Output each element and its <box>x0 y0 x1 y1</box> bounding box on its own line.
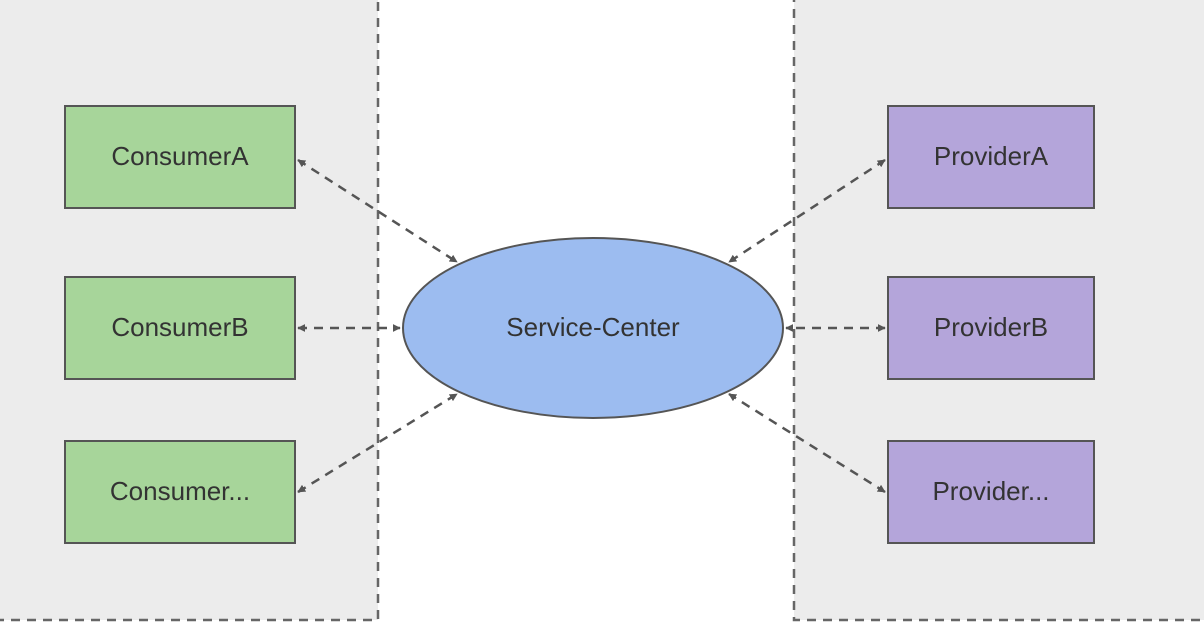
provider-node-b[interactable]: ProviderB <box>887 276 1095 380</box>
consumer-label: ConsumerB <box>111 312 248 342</box>
consumer-node-more[interactable]: Consumer... <box>64 440 296 544</box>
consumer-box <box>64 440 296 544</box>
service-center-label: Service-Center <box>506 312 680 342</box>
provider-box <box>887 276 1095 380</box>
consumer-label: Consumer... <box>110 476 250 506</box>
service-center-ellipse <box>402 237 784 419</box>
consumer-box <box>64 105 296 209</box>
connectors <box>297 158 886 494</box>
consumer-node-b[interactable]: ConsumerB <box>64 276 296 380</box>
provider-label: ProviderA <box>934 141 1049 171</box>
provider-box <box>887 440 1095 544</box>
provider-label: ProviderB <box>934 312 1048 342</box>
consumer-box <box>64 276 296 380</box>
provider-node-a[interactable]: ProviderA <box>887 105 1095 209</box>
consumer-node-a[interactable]: ConsumerA <box>64 105 296 209</box>
provider-node-more[interactable]: Provider... <box>887 440 1095 544</box>
service-center-node[interactable]: Service-Center <box>402 237 784 419</box>
provider-box <box>887 105 1095 209</box>
consumer-label: ConsumerA <box>111 141 249 171</box>
provider-label: Provider... <box>932 476 1049 506</box>
